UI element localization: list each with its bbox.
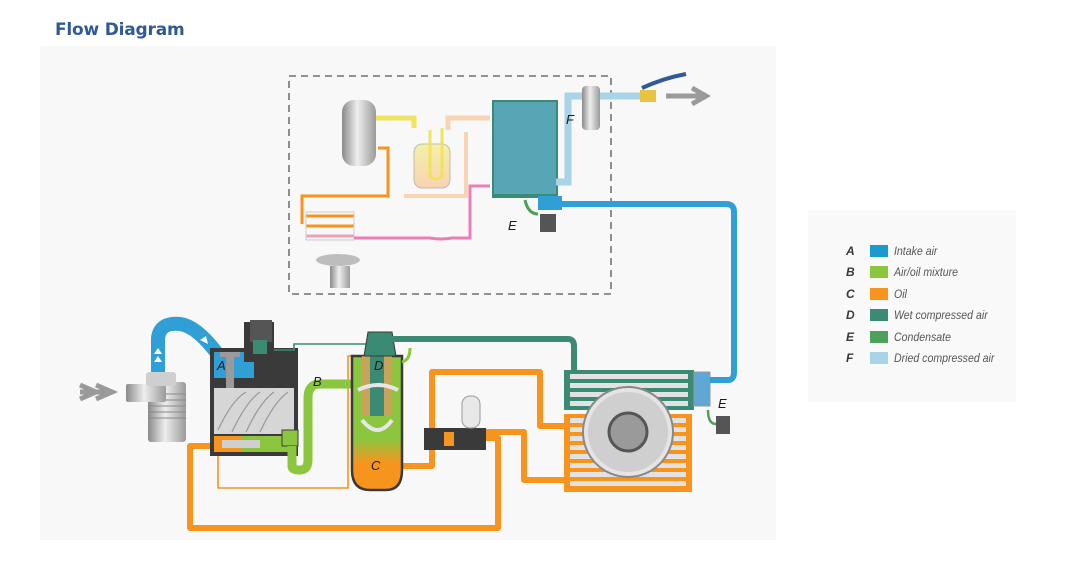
- intake-filter: [126, 372, 186, 442]
- intake-pipe: [151, 316, 223, 387]
- legend-item: E Condensate: [846, 326, 1008, 348]
- legend-swatch-mixture: [870, 266, 888, 279]
- refrigerant-dryer: [300, 72, 712, 288]
- legend-letter: E: [846, 329, 855, 344]
- legend-item: B Air/oil mixture: [846, 262, 1008, 284]
- thermostatic-valve-block: [424, 395, 486, 450]
- line-filter: [582, 86, 600, 130]
- oil-separator: [350, 331, 404, 492]
- legend-label: Wet compressed air: [894, 308, 988, 323]
- legend-label: Oil: [894, 286, 907, 301]
- dryer-boundary: [288, 75, 612, 295]
- legend-item: C Oil: [846, 283, 1008, 305]
- legend-swatch-oil: [870, 287, 888, 300]
- legend: A Intake air B Air/oil mixture C Oil D W…: [846, 240, 1008, 369]
- legend-panel: [808, 210, 1016, 402]
- legend-swatch-intake: [870, 244, 888, 257]
- legend-item: A Intake air: [846, 240, 1008, 262]
- label-c: C: [371, 458, 381, 473]
- label-e-cooler: E: [718, 396, 727, 411]
- legend-label: Intake air: [894, 243, 938, 258]
- legend-letter: A: [846, 243, 855, 258]
- refrigerant-fan: [316, 254, 360, 288]
- wet-air-line: [392, 336, 577, 372]
- legend-swatch-condensate: [870, 330, 888, 343]
- page-title: Flow Diagram: [55, 20, 185, 40]
- legend-item: F Dried compressed air: [846, 348, 1008, 370]
- legend-item: D Wet compressed air: [846, 305, 1008, 327]
- legend-letter: D: [846, 308, 855, 323]
- legend-swatch-wet: [870, 309, 888, 322]
- label-e-dryer: E: [508, 218, 517, 233]
- mixture-pipe: [287, 379, 368, 475]
- screw-compressor: [210, 320, 299, 456]
- label-f: F: [566, 112, 575, 127]
- legend-swatch-dried: [870, 352, 888, 365]
- label-b: B: [313, 374, 322, 389]
- condensate-drain-cooler: [716, 416, 730, 434]
- condensate-drain-dryer: [540, 214, 556, 232]
- air-to-dryer-line: [552, 201, 737, 383]
- label-d: D: [374, 358, 383, 373]
- control-line: [274, 343, 368, 351]
- oil-circuit: [187, 355, 571, 531]
- legend-label: Condensate: [894, 329, 951, 344]
- legend-label: Dried compressed air: [894, 351, 995, 366]
- legend-letter: C: [846, 286, 855, 301]
- cooler-unit: [564, 370, 711, 492]
- outlet-valve: [640, 90, 656, 102]
- legend-letter: F: [846, 351, 854, 366]
- legend-letter: B: [846, 265, 855, 280]
- inlet-arrow-icon: [78, 382, 119, 402]
- intake-arrows: [154, 336, 208, 362]
- label-a: A: [216, 358, 226, 373]
- outlet-arrow-icon: [666, 85, 712, 107]
- legend-label: Air/oil mixture: [894, 265, 958, 280]
